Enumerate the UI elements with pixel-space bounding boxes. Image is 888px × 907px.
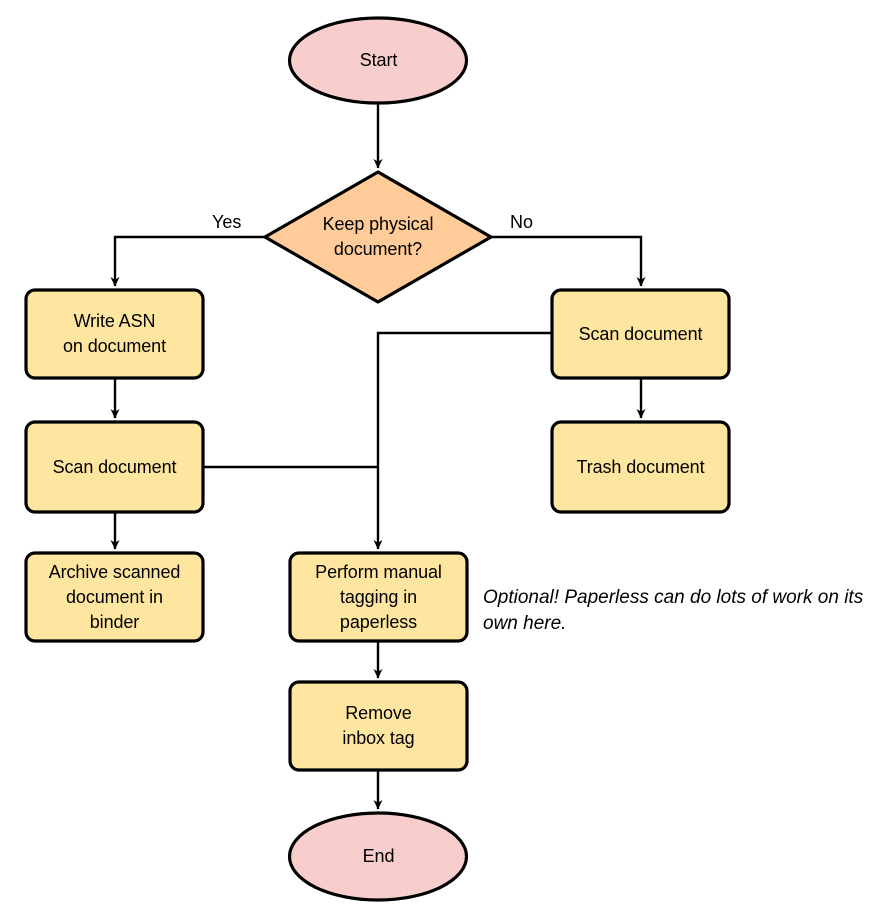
- node-shape-tagging[interactable]: [288, 551, 469, 643]
- edge-decision-no-to-scan-right: [491, 235, 646, 287]
- edge-scan-right-to-tagging: [373, 331, 552, 550]
- connector-group: [110, 101, 646, 810]
- node-shape-archive[interactable]: [24, 551, 205, 643]
- node-shape-trash[interactable]: [550, 420, 731, 514]
- edge-decision-yes-to-write-asn: [110, 235, 265, 287]
- node-shape-scan-right[interactable]: [550, 288, 731, 380]
- node-shape-decision[interactable]: [263, 170, 493, 304]
- edge-label-yes: Yes: [210, 212, 244, 232]
- optional-note: Optional! Paperless can do lots of work …: [483, 587, 864, 634]
- node-shape-write-asn[interactable]: [24, 288, 205, 380]
- edge-label-no: No: [508, 212, 536, 232]
- node-shape-group: [24, 16, 731, 902]
- node-shape-scan-left[interactable]: [24, 420, 205, 514]
- node-shape-remove-inbox[interactable]: [288, 680, 469, 772]
- node-shape-start[interactable]: [287, 16, 469, 105]
- node-shape-end[interactable]: [287, 811, 469, 902]
